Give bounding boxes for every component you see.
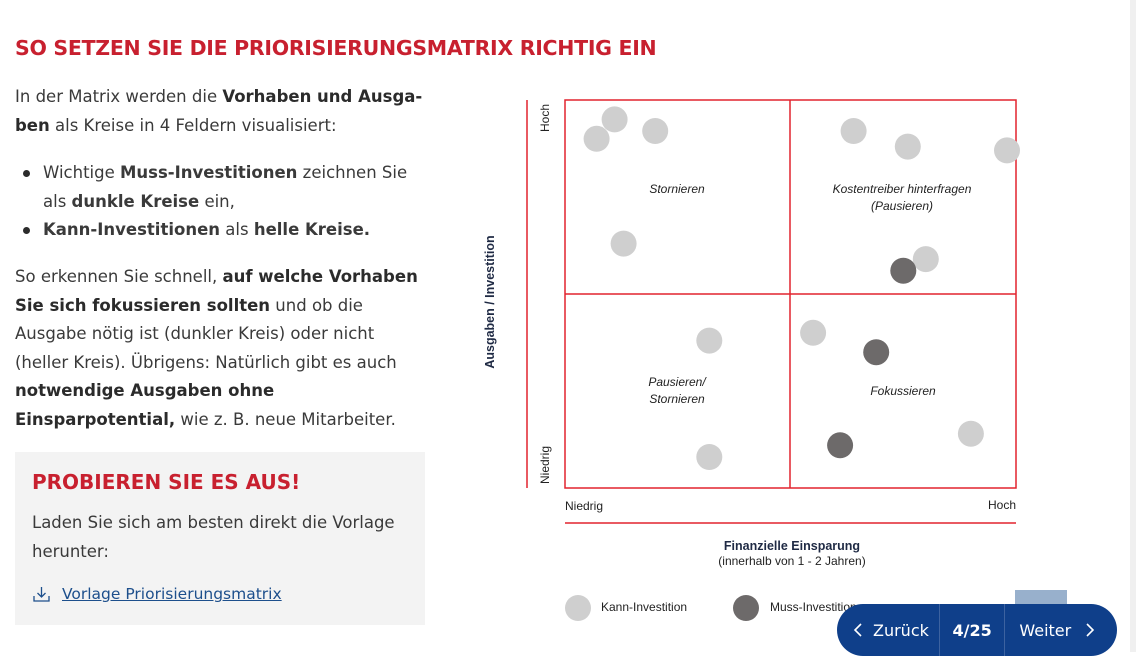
bullet-dot-icon bbox=[23, 170, 30, 177]
matrix-points bbox=[583, 106, 1020, 470]
kann-investition-point-6 bbox=[610, 230, 637, 257]
page-heading: SO SETZEN SIE DIE PRIORISIERUNGSMATRIX R… bbox=[15, 36, 657, 60]
kann-investition-point-3 bbox=[994, 137, 1020, 164]
next-label: Weiter bbox=[1019, 620, 1072, 640]
bullet-text: ein, bbox=[199, 191, 235, 211]
x-axis-title: Finanzielle Einsparung bbox=[724, 539, 860, 553]
bullet-text: zeichnen Sie als bbox=[43, 163, 408, 211]
para-text: So erkennen Sie schnell, bbox=[15, 267, 223, 286]
scroll-top-button[interactable] bbox=[1015, 590, 1067, 606]
previous-label: Zurück bbox=[873, 620, 929, 640]
quadrant-label-kostentreiber: Kostentreiber hinterfragen bbox=[833, 182, 972, 196]
intro-text: In der Matrix werden die bbox=[15, 87, 223, 106]
bullet-item-muss: Wichtige Muss-Investitionen zeichnen Sie… bbox=[15, 159, 415, 216]
bullet-list: Wichtige Muss-Investitionen zeichnen Sie… bbox=[15, 159, 415, 245]
kann-investition-point-14 bbox=[696, 444, 723, 470]
next-button[interactable]: Weiter bbox=[1005, 604, 1117, 656]
bullet-bold: dunkle Kreise bbox=[71, 191, 200, 211]
legend-light-label: Kann-Investition bbox=[601, 600, 687, 614]
tip-text: Laden Sie sich am besten direkt die Vorl… bbox=[32, 513, 395, 561]
quadrant-label-stornieren: Stornieren bbox=[649, 182, 705, 196]
bullet-text: als bbox=[220, 220, 254, 239]
bullet-text: Wichtige bbox=[43, 163, 120, 182]
tip-title: PROBIEREN SIE ES AUS! bbox=[32, 470, 301, 494]
slide-navigation: Zurück 4/25 Weiter bbox=[837, 604, 1117, 656]
quadrant-label-stornieren-2: Stornieren bbox=[649, 392, 705, 406]
kann-investition-point-9 bbox=[696, 327, 723, 354]
kann-investition-point-0 bbox=[601, 106, 628, 133]
muss-investition-point-8 bbox=[890, 257, 917, 284]
y-axis-title: Ausgaben / Investition bbox=[483, 235, 497, 368]
bullet-item-kann: Kann-Investitionen als helle Kreise. bbox=[15, 216, 415, 245]
template-download-label: Vorlage Priorisierungsmatrix bbox=[62, 585, 282, 603]
previous-button[interactable]: Zurück bbox=[837, 604, 939, 656]
kann-investition-point-2 bbox=[583, 125, 610, 152]
para-text: wie z. B. neue Mitarbeiter. bbox=[175, 409, 396, 429]
bullet-bold: Muss-Investitionen bbox=[120, 163, 298, 182]
kann-investition-point-1 bbox=[642, 118, 669, 144]
legend-dark-label: Muss-Investition bbox=[770, 600, 857, 614]
kann-investition-point-5 bbox=[894, 133, 921, 160]
para-bold: notwendige Ausgaben ohne Einsparpotentia… bbox=[15, 381, 275, 429]
chevron-right-icon bbox=[1086, 623, 1095, 637]
intro-bold: Vorhaben und Ausga-ben bbox=[15, 87, 423, 135]
explanation-paragraph: So erkennen Sie schnell, auf welche Vorh… bbox=[15, 263, 430, 434]
kann-investition-point-12 bbox=[957, 420, 984, 447]
chevron-left-icon bbox=[853, 623, 862, 637]
para-bold: auf welche Vorhaben Sie sich fokussieren… bbox=[15, 267, 418, 315]
y-axis-low-label: Niedrig bbox=[538, 446, 552, 484]
template-download-link[interactable]: Vorlage Priorisierungsmatrix bbox=[32, 585, 282, 603]
intro-text-end: als Kreise in 4 Feldern visualisiert: bbox=[49, 115, 337, 135]
quadrant-label-pausieren: (Pausieren) bbox=[871, 199, 933, 213]
bullet-bold: Kann-Investitionen bbox=[43, 220, 221, 239]
slide-counter: 4/25 bbox=[938, 604, 1006, 656]
y-axis-high-label: Hoch bbox=[538, 104, 552, 132]
x-axis-subtitle: (innerhalb von 1 - 2 Jahren) bbox=[718, 554, 865, 568]
kann-investition-point-4 bbox=[840, 118, 867, 144]
quadrant-label-fokussieren: Fokussieren bbox=[870, 384, 936, 398]
priority-matrix: Hoch Niedrig Ausgaben / Investition Stor… bbox=[483, 99, 1020, 621]
intro-paragraph: In der Matrix werden die Vorhaben und Au… bbox=[15, 83, 430, 140]
kann-investition-point-7 bbox=[912, 246, 939, 273]
para-text: und ob die Ausgabe nötig ist (dunkler Kr… bbox=[15, 295, 397, 372]
bullet-dot-icon bbox=[23, 227, 30, 234]
tip-box: PROBIEREN SIE ES AUS! Laden Sie sich am … bbox=[15, 452, 425, 625]
muss-investition-point-11 bbox=[863, 339, 890, 366]
legend-light-swatch bbox=[565, 595, 591, 621]
legend-dark-swatch bbox=[733, 595, 759, 621]
kann-investition-point-10 bbox=[800, 319, 827, 346]
page-scrollbar[interactable] bbox=[1130, 0, 1136, 652]
muss-investition-point-13 bbox=[827, 432, 854, 459]
quadrant-label-pausieren-stornieren: Pausieren/ bbox=[648, 375, 707, 389]
download-icon bbox=[33, 587, 50, 602]
x-axis-high-label: Hoch bbox=[988, 498, 1016, 512]
bullet-bold: helle Kreise. bbox=[253, 220, 371, 239]
x-axis-low-label: Niedrig bbox=[565, 499, 603, 513]
